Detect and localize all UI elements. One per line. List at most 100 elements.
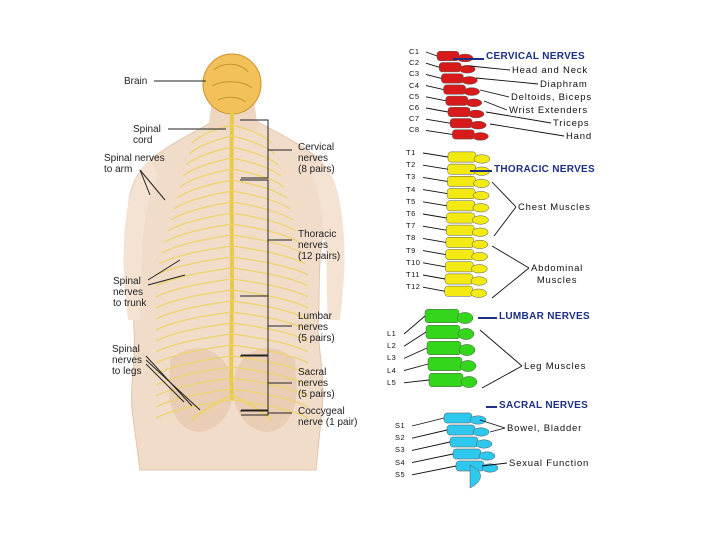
- nerve-branch: [231, 146, 279, 166]
- segment-label-c4: C4: [409, 80, 420, 90]
- nerve-branch: [231, 289, 309, 309]
- spinal-nerves-legs-label: Spinal nerves to legs: [112, 344, 143, 377]
- function-leader-line: [479, 89, 510, 98]
- segment-leader-line: [422, 237, 446, 243]
- nerve-branch: [167, 212, 233, 232]
- segment-leader-line: [403, 347, 428, 359]
- vertebra-l3: [426, 341, 462, 355]
- segment-leader-line: [411, 453, 454, 464]
- function-deltoids-biceps: Deltoids, Biceps: [511, 92, 592, 103]
- nerve-branch: [231, 179, 288, 199]
- spinous-process: [471, 239, 489, 249]
- segment-leader-line: [403, 379, 430, 384]
- spinous-process: [470, 276, 488, 286]
- vertebra-t8: [445, 237, 475, 248]
- vertebra-c7: [449, 118, 473, 129]
- vertebra-l1: [424, 309, 460, 323]
- vertebra-t6: [446, 212, 475, 224]
- spinous-process: [461, 76, 478, 85]
- function-leader-line: [491, 267, 530, 299]
- vertebra-c2: [438, 62, 462, 73]
- spinal-nerves-trunk-label: Spinal nerves to trunk: [113, 276, 147, 309]
- spinous-process: [471, 264, 488, 274]
- segment-label-t12: T12: [406, 282, 421, 292]
- segment-label-l5: L5: [387, 377, 397, 387]
- spinous-process: [469, 121, 487, 130]
- nerve-branch: [173, 190, 233, 210]
- nerve-branch: [231, 278, 309, 298]
- segment-label-c7: C7: [409, 114, 420, 124]
- coccyx: [469, 464, 481, 489]
- segment-label-s2: S2: [395, 433, 406, 443]
- vertebra-c4: [443, 84, 466, 95]
- nerve-branch: [155, 388, 233, 408]
- cervical-nerves-label: Cervical nerves (8 pairs): [298, 142, 335, 175]
- nerve-branch: [155, 278, 233, 298]
- vertebra-t9: [445, 249, 474, 260]
- spinous-process: [472, 203, 490, 213]
- segment-label-c2: C2: [409, 58, 420, 68]
- nerve-branch: [191, 124, 233, 144]
- segment-leader-line: [425, 62, 440, 68]
- segment-leader-line: [411, 441, 451, 451]
- nerve-branch: [231, 190, 291, 210]
- spinous-process: [472, 427, 490, 437]
- function-hand: Hand: [566, 131, 592, 142]
- vertebra-t7: [445, 224, 475, 236]
- function-chest-muscles: Chest Muscles: [518, 202, 591, 213]
- nerve-branch: [231, 311, 309, 331]
- segment-label-c6: C6: [409, 103, 420, 112]
- segment-leader-line: [403, 331, 427, 347]
- nerve-branch: [231, 267, 309, 287]
- vertebra-s3: [449, 436, 479, 448]
- nerve-branch: [155, 344, 233, 364]
- segment-leader-line: [422, 189, 448, 195]
- function-leader-line: [475, 77, 539, 85]
- nerve-branch: [176, 179, 233, 199]
- segment-leader-line: [425, 96, 446, 102]
- spinous-process: [459, 360, 477, 372]
- vertebra-t12: [444, 285, 473, 297]
- segment-label-c8: C8: [409, 125, 420, 135]
- vertebra-l4: [427, 357, 463, 371]
- nerve-branch: [231, 157, 282, 177]
- thoracic-nerves-label: Thoracic nerves (12 pairs): [298, 229, 341, 262]
- segment-leader-line: [422, 152, 449, 158]
- function-leader-line: [469, 65, 511, 71]
- spinous-process: [472, 132, 489, 141]
- thoracic-nerves-heading: THORACIC NERVES: [494, 164, 595, 175]
- segment-label-s3: S3: [395, 445, 406, 455]
- lumbar-nerves-label: Lumbar nerves (5 pairs): [298, 311, 335, 344]
- nerve-branch: [155, 289, 233, 309]
- vertebra-t2: [447, 163, 476, 175]
- function-diaphragm: Diaphram: [540, 79, 588, 90]
- vertebral-column: [424, 51, 499, 489]
- segment-label-t6: T6: [406, 209, 416, 218]
- function-leader-line: [481, 365, 523, 389]
- nerve-branch: [170, 201, 233, 221]
- function-leader-line: [485, 111, 552, 124]
- segment-leader-line: [422, 262, 446, 268]
- nerve-branch: [231, 168, 285, 188]
- segment-label-t10: T10: [406, 257, 421, 267]
- function-bowel-bladder: Bowel, Bladder: [507, 423, 583, 434]
- spinous-process: [473, 178, 490, 188]
- function-leader-line: [489, 123, 565, 137]
- segment-label-t4: T4: [406, 184, 416, 194]
- nerve-branch: [231, 355, 309, 375]
- segment-label-l4: L4: [387, 365, 397, 375]
- nerve-branch: [179, 168, 233, 188]
- vertebra-c3: [441, 73, 464, 84]
- function-leader-line: [493, 206, 517, 237]
- function-wrist-extenders: Wrist Extenders: [509, 105, 588, 116]
- function-leader-line: [491, 181, 517, 208]
- nerve-branch: [188, 135, 233, 155]
- segment-label-t5: T5: [406, 196, 416, 206]
- nerve-branch: [231, 245, 306, 265]
- spinous-process: [465, 98, 483, 107]
- function-leader-line: [479, 329, 523, 367]
- segment-leader-line: [411, 417, 445, 427]
- sacral-nerves-heading: SACRAL NERVES: [499, 400, 589, 411]
- left-arm: [123, 160, 158, 320]
- spinous-process: [478, 451, 496, 461]
